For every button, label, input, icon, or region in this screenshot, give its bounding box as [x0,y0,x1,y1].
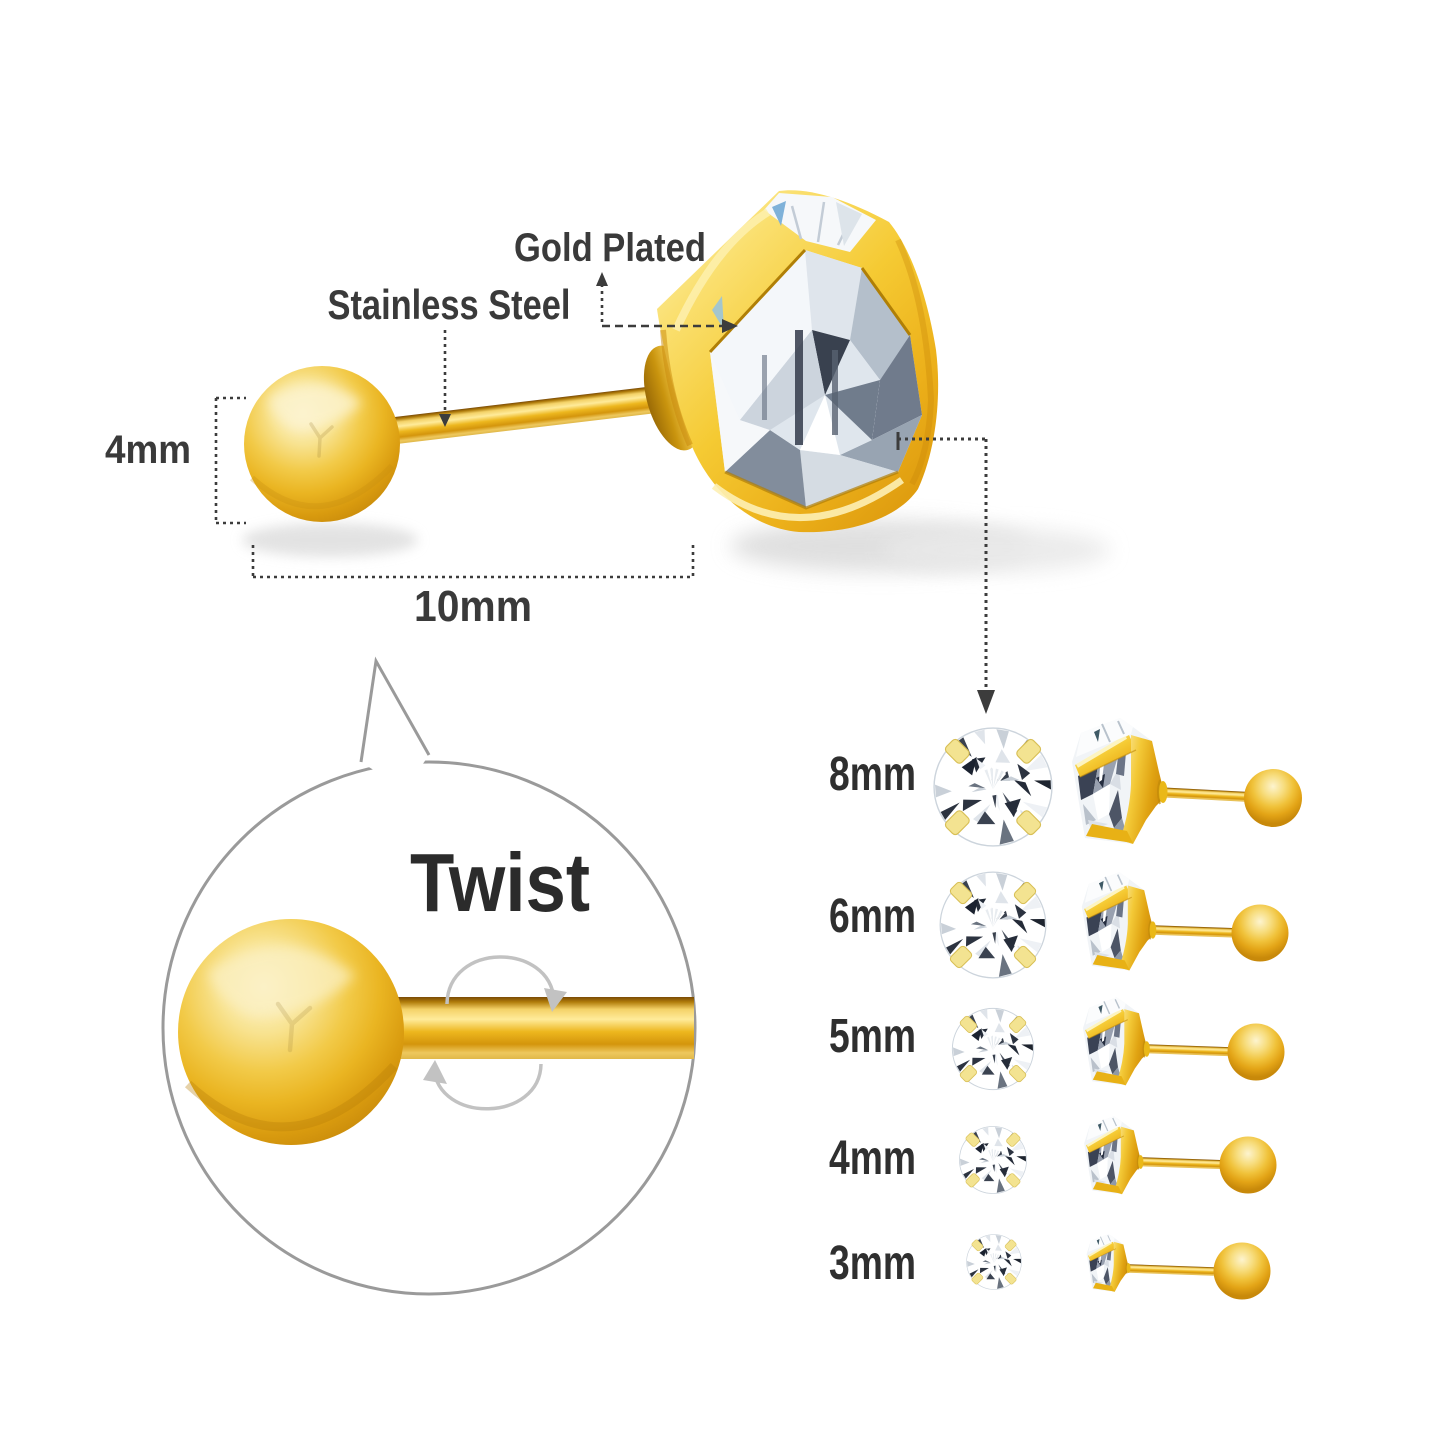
svg-text:3mm: 3mm [829,1237,916,1290]
svg-text:6mm: 6mm [829,890,916,943]
svg-text:8mm: 8mm [829,748,916,801]
svg-text:4mm: 4mm [829,1132,916,1185]
svg-text:Gold Plated: Gold Plated [514,226,706,270]
svg-text:Stainless Steel: Stainless Steel [328,281,571,328]
svg-text:5mm: 5mm [829,1010,916,1063]
svg-text:10mm: 10mm [414,582,532,631]
svg-text:4mm: 4mm [105,428,191,472]
svg-text:Twist: Twist [410,836,590,929]
